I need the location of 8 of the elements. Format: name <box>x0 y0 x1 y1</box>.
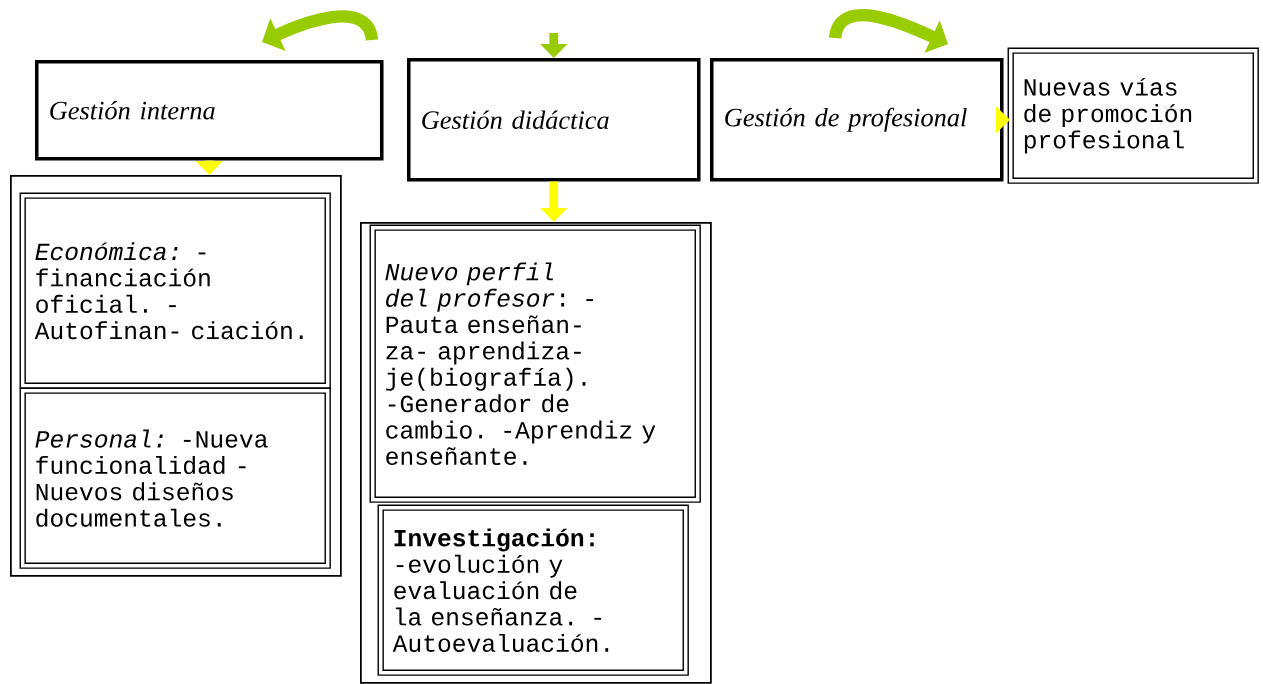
process-box: Gestión interna <box>35 60 384 161</box>
text-box: Nuevas vías de promoción profesional <box>1007 47 1259 184</box>
text-box: Nuevo perfil del profesor: -Pauta enseñan- za- aprendiza- je(biografía). -Generador de cambio. -Aprendiz y enseñante. <box>369 224 701 503</box>
text-box: Personal: -Nueva funcionalidad - Nuevos diseños documentales. <box>19 387 331 569</box>
text-box: Investigación: -evolución y evaluación de la enseñanza. -Autoevaluación. <box>377 504 689 676</box>
process-box: Gestión didáctica <box>407 58 701 182</box>
text-box: Económica: -financiación oficial. -Autofinan- ciación. <box>19 192 331 389</box>
process-box: Gestión de profesional <box>710 58 1004 182</box>
